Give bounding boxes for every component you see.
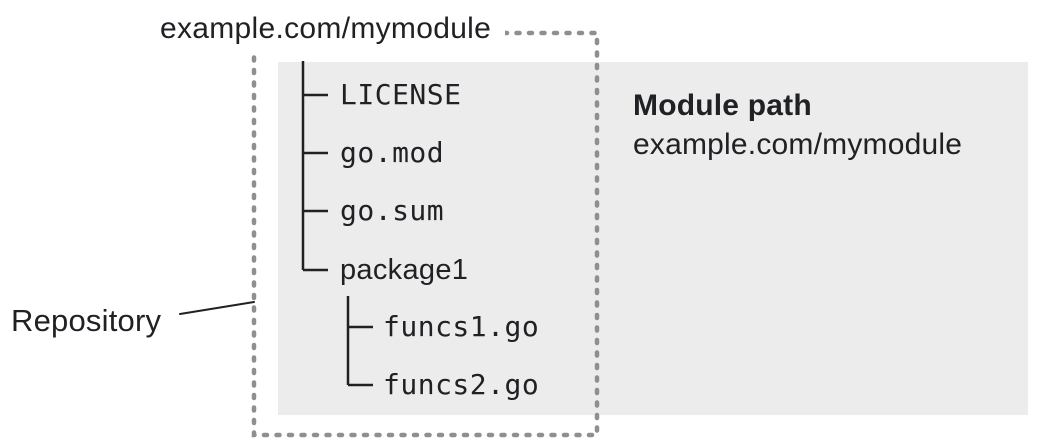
tree-connector-lines bbox=[301, 61, 328, 272]
module-panel-background bbox=[278, 62, 1028, 415]
repository-pointer-line bbox=[179, 301, 255, 315]
module-path-heading: Module path bbox=[633, 89, 812, 122]
tree-item-funcs1-go: funcs1.go bbox=[383, 310, 540, 343]
repository-dashed-border bbox=[251, 30, 600, 438]
tree-item-go-sum: go.sum bbox=[340, 194, 445, 227]
repository-label: Repository bbox=[11, 303, 162, 338]
module-path-annotation: Module path example.com/mymodule bbox=[633, 86, 962, 164]
tree-item-go-mod: go.mod bbox=[340, 136, 445, 169]
tree-item-license: LICENSE bbox=[340, 78, 462, 111]
tree-item-package1: package1 bbox=[340, 254, 469, 286]
subtree-connector-lines bbox=[346, 296, 373, 387]
module-path-value: example.com/mymodule bbox=[633, 128, 963, 161]
repository-title: example.com/mymodule bbox=[146, 6, 506, 54]
tree-item-funcs2-go: funcs2.go bbox=[383, 368, 540, 401]
